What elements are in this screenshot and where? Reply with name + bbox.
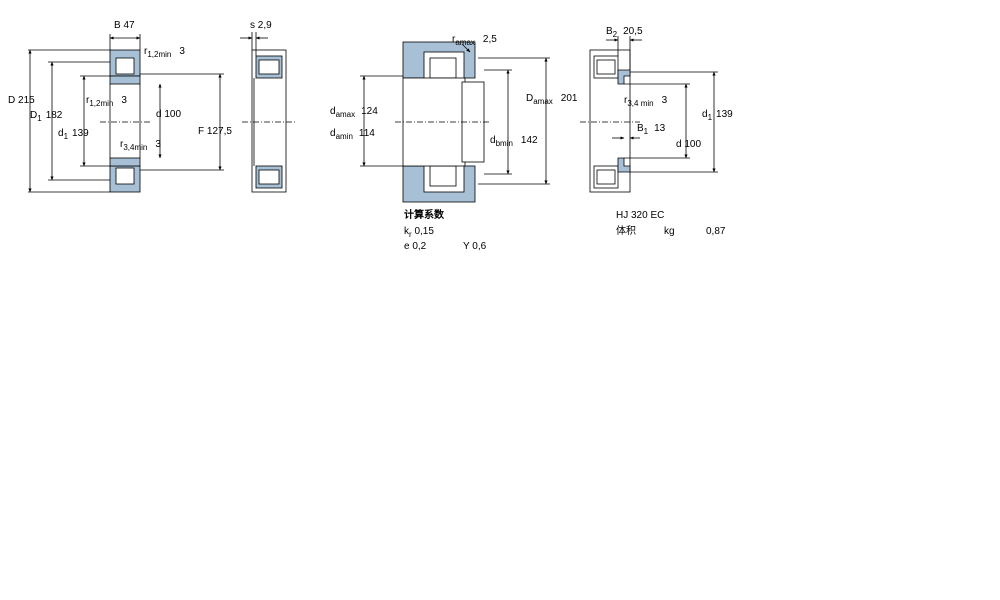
e-factor: e 0,2 (404, 241, 427, 252)
mass-value: 0,87 (706, 226, 726, 237)
view2-side-view (240, 32, 296, 193)
kr-factor: kr 0,15 (404, 226, 434, 239)
volume-label: 体积 (616, 226, 636, 237)
s-label: s 2,9 (250, 20, 272, 31)
view4-angle-ring (580, 36, 718, 193)
calc-title: 计算系数 (404, 210, 444, 221)
inner-ring-bottom (109, 157, 141, 167)
D-label: D 215 (8, 95, 35, 106)
roller-bottom (115, 167, 135, 185)
view1-cross-section (28, 34, 224, 193)
B-label: B 47 (114, 20, 135, 31)
view4-d-label: d 100 (676, 139, 701, 150)
roller-top (115, 57, 135, 75)
inner-ring-top (109, 75, 141, 85)
Y-factor: Y 0,6 (463, 241, 487, 252)
mass-unit: kg (664, 226, 675, 237)
F-label: F 127,5 (198, 126, 232, 137)
d-label: d 100 (156, 109, 181, 120)
product-designation: HJ 320 EC (616, 210, 665, 221)
view3-mounting (360, 41, 550, 203)
